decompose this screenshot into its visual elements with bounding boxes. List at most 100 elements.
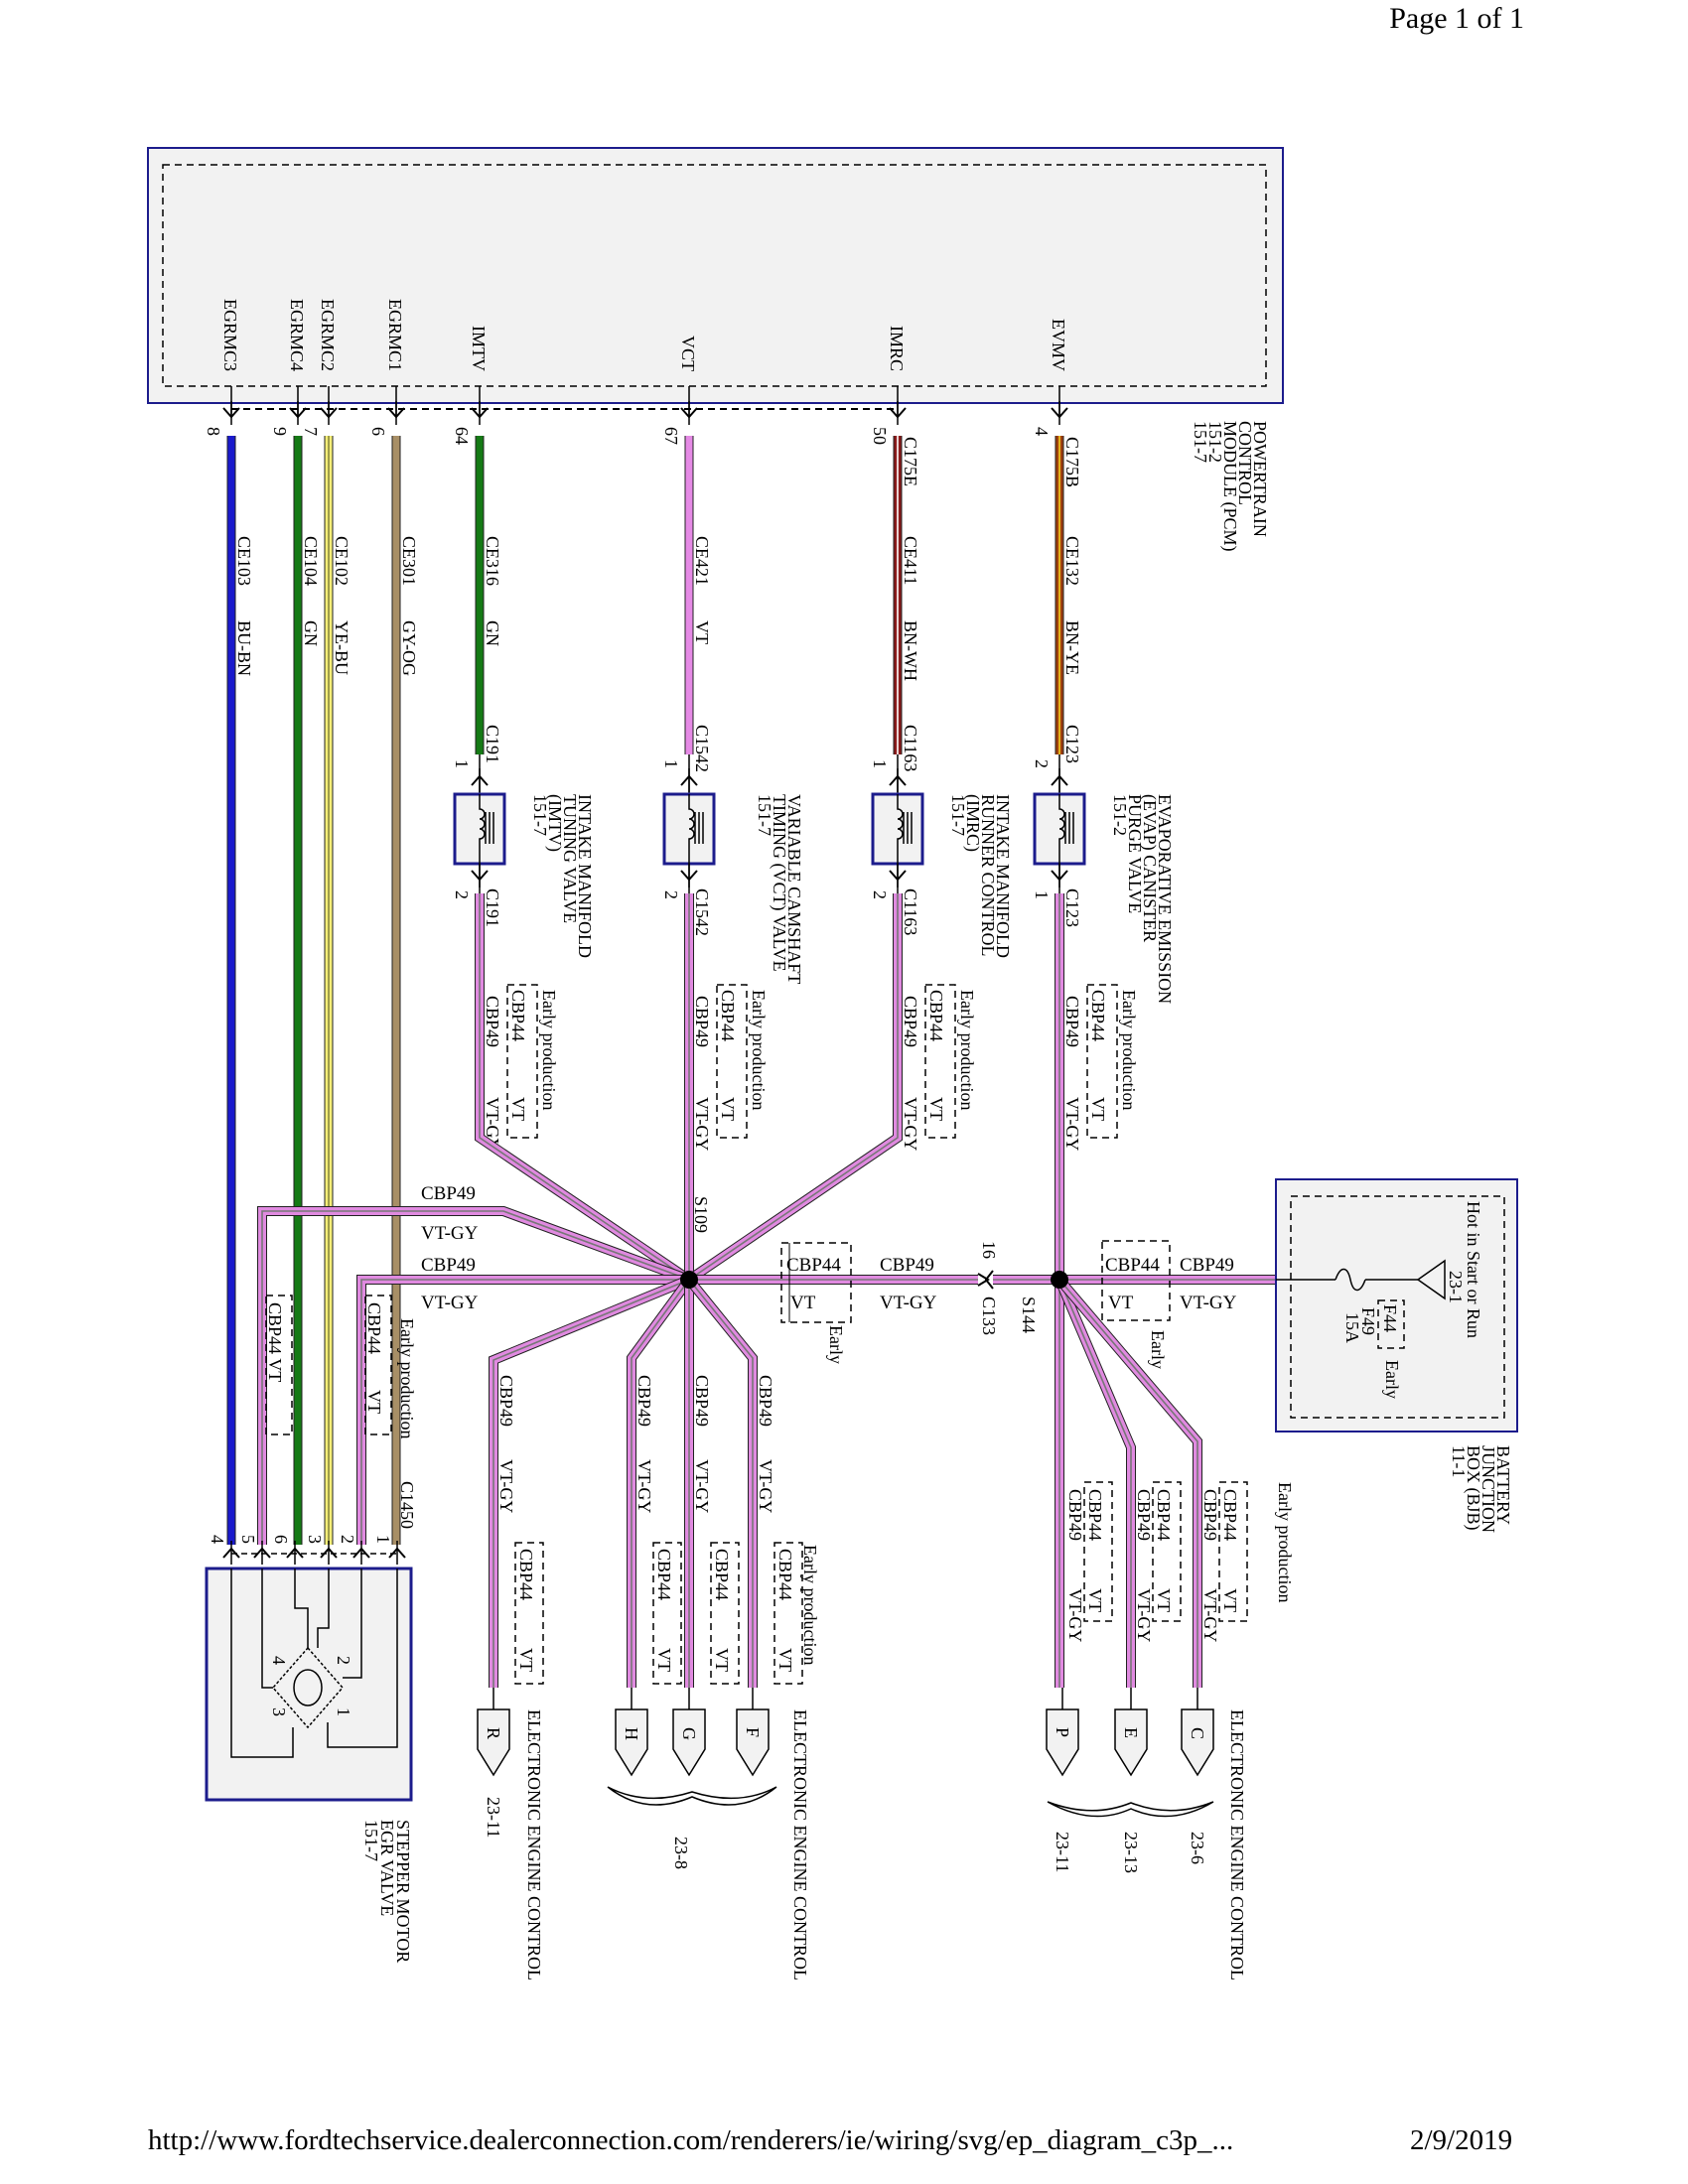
early-note: Early: [826, 1325, 846, 1364]
alt-color-label: VT: [712, 1648, 732, 1672]
early-production-box: [710, 1542, 740, 1685]
early-production-box: [652, 1542, 682, 1685]
stepper-pin-arrow-icon: [253, 1541, 271, 1565]
component-connector-label: C123: [1062, 725, 1082, 763]
connector-label: C175B: [1062, 437, 1082, 487]
stepper-label: EGR VALVE: [377, 1820, 397, 1916]
connector-label: C175E: [901, 437, 920, 486]
wire-color-label: VT-GY: [692, 1459, 712, 1513]
wire-color-label: BN-WH: [901, 620, 920, 681]
pcm-pin-number: 8: [204, 427, 223, 436]
alt-color-label: VT: [1085, 1588, 1105, 1612]
wire-stripe: [631, 1279, 690, 1688]
splice-label: S109: [691, 1196, 711, 1233]
component-pin-arrow-icon: [680, 768, 698, 792]
component-label: (IMRC): [962, 794, 983, 852]
early-production-box: [924, 984, 956, 1139]
fuse-icon: [1335, 1268, 1366, 1292]
wire-color-label: VT-GY: [1180, 1293, 1237, 1313]
alt-circuit-label: CBP44: [712, 1549, 732, 1600]
alt-circuit-label: CBP44 VT: [265, 1302, 285, 1382]
wire-insulation: [490, 1276, 691, 1688]
motor-wiring: [230, 1569, 398, 1758]
circuit-label: CBP49: [483, 996, 502, 1047]
alt-circuit-label: CBP44: [1220, 1489, 1240, 1541]
bjb-label: 11-1: [1449, 1445, 1469, 1477]
pcm-pin-number: 7: [301, 427, 321, 436]
wire-color-label: BU-BN: [234, 620, 254, 676]
stepper-pin-number: 5: [238, 1535, 258, 1544]
component-connector-label: C1542: [692, 725, 712, 772]
wire-stripe: [1058, 1279, 1198, 1688]
early-production-note: Early production: [800, 1545, 820, 1665]
alt-color-label: VT: [364, 1390, 384, 1414]
wire-outline: [489, 1275, 691, 1688]
wire-color-label: VT-GY: [1134, 1588, 1154, 1642]
pcm-pin-arrow-icon: [471, 401, 489, 425]
footer-url[interactable]: http://www.fordtechservice.dealerconnect…: [148, 2124, 1234, 2156]
stepper-motor-box: [205, 1567, 413, 1802]
alt-color-label: VT: [1220, 1588, 1240, 1612]
inline-connector-pin: 16: [979, 1241, 999, 1259]
winding-pin-number: 1: [334, 1707, 353, 1716]
circuit-label: CBP49: [1065, 1489, 1085, 1541]
pcm-pin-arrow-icon: [222, 401, 240, 425]
circuit-label: CE316: [483, 536, 502, 586]
stepper-pin-arrow-icon: [222, 1541, 240, 1565]
destination-ref: 23-11: [484, 1797, 503, 1838]
circuit-label: CE104: [301, 536, 321, 586]
stepper-pin-arrow-icon: [320, 1541, 338, 1565]
component-label: 151-7: [948, 794, 968, 836]
component-label: (EVAP) CANISTER: [1139, 794, 1160, 942]
early-box: [780, 1242, 852, 1323]
wire-stripe: [360, 1279, 689, 1545]
early-production-box: [364, 1295, 392, 1435]
wire-color-label: GN: [301, 620, 321, 646]
pcm-label: 151-7: [1191, 421, 1210, 463]
component-pin-arrow-icon: [1051, 864, 1068, 887]
component-pin-arrow-icon: [471, 768, 489, 792]
destination-pin-label: R: [484, 1727, 503, 1739]
circuit-label: CBP49: [496, 1375, 516, 1427]
stepper-pin-arrow-icon: [388, 1541, 406, 1565]
winding-pin-number: 3: [269, 1707, 289, 1716]
wire-stripe: [1058, 1279, 1132, 1688]
pcm-signal-label: IMTV: [469, 326, 489, 371]
circuit-label: CBP49: [901, 996, 920, 1047]
splice-s109-dot: [680, 1271, 698, 1289]
early-production-box: [1083, 1481, 1113, 1622]
destination-label: ELECTRONIC ENGINE CONTROL: [524, 1709, 544, 1980]
pcm-pin-arrow-icon: [1051, 401, 1068, 425]
alt-color-label: VT: [1154, 1588, 1174, 1612]
component-label: (IMTV): [544, 794, 565, 852]
component-pin-arrow-icon: [471, 864, 489, 887]
early-production-note: Early production: [749, 990, 769, 1110]
motor-winding-icon: [272, 1646, 344, 1729]
stepper-pin-number: 1: [373, 1535, 393, 1544]
circuit-label: CBP49: [756, 1375, 775, 1427]
wire-stripe: [492, 1279, 690, 1688]
circuit-label: CE421: [692, 536, 712, 586]
component-connector-label: C191: [483, 888, 502, 927]
component-pin-number: 1: [870, 759, 890, 768]
alt-color-label: VT: [926, 1097, 946, 1121]
pcm-pin-number: 6: [368, 427, 388, 436]
pcm-pin-arrow-icon: [889, 401, 907, 425]
early-production-box: [716, 984, 748, 1139]
stepper-pin-arrow-icon: [286, 1541, 304, 1565]
pcm-label: 151-2: [1205, 421, 1225, 463]
alt-color-label: VT: [508, 1097, 528, 1121]
early-production-box: [1218, 1481, 1248, 1622]
pcm-pin-arrow-icon: [680, 401, 698, 425]
pcm-signal-label: EGRMC2: [318, 299, 338, 371]
component-pin-arrow-icon: [680, 864, 698, 887]
wire-color-label: VT-GY: [756, 1459, 775, 1513]
stepper-pin-arrow-icon: [352, 1541, 370, 1565]
alt-circuit-label: CBP44: [508, 990, 528, 1041]
wire-s109-to-stepper-pin5: [257, 1206, 691, 1545]
alt-color-label: VT: [516, 1648, 536, 1672]
solenoid-coil-icon: [688, 794, 695, 864]
pcm-pin-number: 50: [870, 427, 890, 445]
inline-connector-icon: [977, 1270, 994, 1290]
circuit-label: CBP49: [880, 1255, 934, 1276]
